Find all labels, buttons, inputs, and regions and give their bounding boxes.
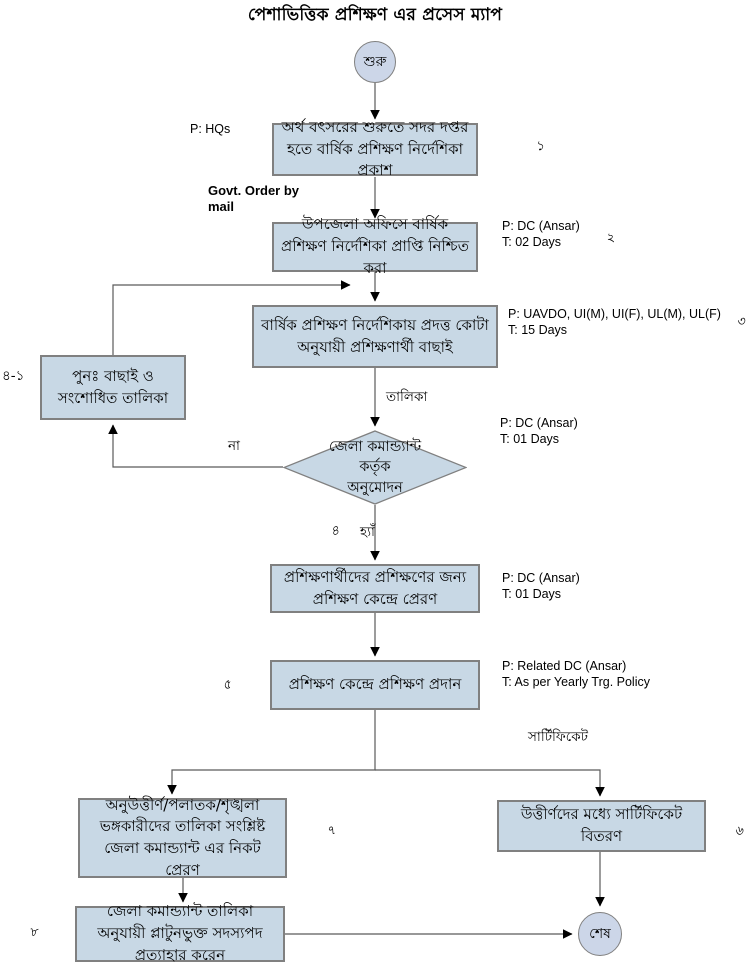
- label-step5-resp-time: P: Related DC (Ansar) T: As per Yearly T…: [502, 659, 650, 690]
- label-step4-resp-time: P: DC (Ansar) T: 01 Days: [502, 571, 580, 602]
- end-node: শেষ: [578, 912, 622, 956]
- decision-responsible: P: DC (Ansar): [500, 416, 578, 430]
- node-provide-training: প্রশিক্ষণ কেন্দ্রে প্রশিক্ষণ প্রদান: [270, 660, 480, 710]
- label-list: তালিকা: [386, 389, 428, 405]
- node-publish-directive: অর্থ বৎসরের শুরুতে সদর দপ্তর হতে বার্ষিক…: [272, 118, 478, 179]
- decision-time: T: 01 Days: [500, 431, 560, 446]
- label-revise-ref: ৪-১: [2, 368, 25, 384]
- label-govt-order-by-mail: Govt. Order by mail: [208, 183, 300, 215]
- page-title: পেশাভিত্তিক প্রশিক্ষণ এর প্রসেস ম্যাপ: [247, 5, 503, 25]
- label-decision-resp-time: P: DC (Ansar) T: 01 Days: [500, 416, 578, 447]
- decision-approval: জেলা কমান্ড্যান্ট কর্তৃক অনুমোদন: [282, 430, 468, 505]
- decision-text: জেলা কমান্ড্যান্ট কর্তৃক অনুমোদন: [283, 430, 467, 505]
- step3-time: T: 15 Days: [508, 322, 568, 337]
- edge-step5-to-step7: [167, 710, 376, 795]
- edge-decision-no-to-revise: [108, 424, 283, 468]
- label-certificate: সার্টিফিকেট: [528, 729, 589, 745]
- decision-line3: অনুমোদন: [347, 479, 403, 496]
- node-revised-list: পুনঃ বাছাই ও সংশোধিত তালিকা: [40, 355, 186, 420]
- step5-responsible: P: Related DC (Ansar): [502, 659, 627, 673]
- edge-step5-to-step6: [375, 769, 605, 797]
- end-label: শেষ: [589, 926, 611, 942]
- label-yes: হ্যাঁ: [360, 524, 375, 540]
- step2-time: T: 02 Days: [502, 234, 562, 249]
- step4-time: T: 01 Days: [502, 586, 562, 601]
- node-send-failed-list: অনুউত্তীর্ণ/পলাতক/শৃঙ্খলা ভঙ্গকারীদের তা…: [78, 796, 287, 879]
- decision-line1: জেলা কমান্ড্যান্ট: [328, 439, 422, 456]
- decision-line2: কর্তৃক: [359, 459, 391, 476]
- diamond-shape: [282, 430, 468, 505]
- edge-revise-to-step3: [112, 280, 351, 355]
- step4-responsible: P: DC (Ansar): [502, 571, 580, 585]
- label-no: না: [228, 438, 240, 454]
- start-node: শুরু: [354, 41, 396, 83]
- node-send-to-center: প্রশিক্ষণার্থীদের প্রশিক্ষণের জন্য প্রশি…: [270, 564, 480, 613]
- node-withdraw-membership: জেলা কমান্ড্যান্ট তালিকা অনুযায়ী প্লাটু…: [75, 902, 285, 963]
- step5-time: T: As per Yearly Trg. Policy: [502, 674, 650, 689]
- node-select-trainees: বার্ষিক প্রশিক্ষণ নির্দেশিকায় প্রদত্ত ক…: [252, 305, 498, 368]
- node-confirm-receipt: উপজেলা অফিসে বার্ষিক প্রশিক্ষণ নির্দেশিক…: [272, 215, 478, 277]
- node-distribute-certificates: উত্তীর্ণদের মধ্যে সার্টিফিকেট বিতরণ: [497, 800, 706, 852]
- label-step2-resp-time: P: DC (Ansar) T: 02 Days: [502, 219, 580, 250]
- label-p-hqs: P: HQs: [190, 122, 231, 136]
- step3-responsible: P: UAVDO, UI(M), UI(F), UL(M), UL(F): [508, 307, 721, 321]
- label-step3-resp-time: P: UAVDO, UI(M), UI(F), UL(M), UL(F) T: …: [508, 307, 721, 338]
- step2-responsible: P: DC (Ansar): [502, 219, 580, 233]
- start-label: শুরু: [363, 54, 387, 70]
